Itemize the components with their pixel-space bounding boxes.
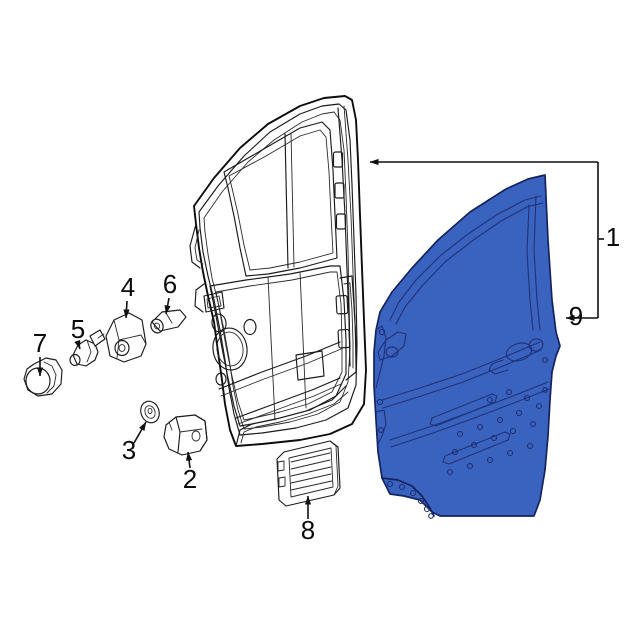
leader-line-3 [133,421,147,444]
callout-label-1[interactable]: 1 [606,222,620,252]
callout-label-9[interactable]: 9 [569,301,583,331]
door-pivot-bolt[interactable] [149,309,187,335]
callout-label-3[interactable]: 3 [122,435,136,465]
door-vent-grille[interactable] [276,440,341,507]
door-outer-skin[interactable] [373,174,561,519]
leader-line-5 [74,339,81,350]
callout-label-4[interactable]: 4 [121,272,135,302]
door-stop-buffer[interactable] [23,357,63,397]
callout-label-5[interactable]: 5 [71,314,85,344]
door-check-bracket[interactable] [105,312,147,363]
leader-line-6 [164,297,171,315]
door-bump-stop[interactable] [163,414,208,456]
leader-line-4 [123,300,130,319]
callout-label-6[interactable]: 6 [163,269,177,299]
door-grommet-washer[interactable] [138,399,162,426]
callout-label-2[interactable]: 2 [183,464,197,494]
callout-numbers: 1 2 3 4 5 6 7 8 9 [33,222,620,545]
leader-line-2 [185,451,193,469]
callout-leaders [36,158,604,519]
callout-label-7[interactable]: 7 [33,328,47,358]
door-inner-frame [189,95,367,447]
callout-label-8[interactable]: 8 [301,515,315,545]
